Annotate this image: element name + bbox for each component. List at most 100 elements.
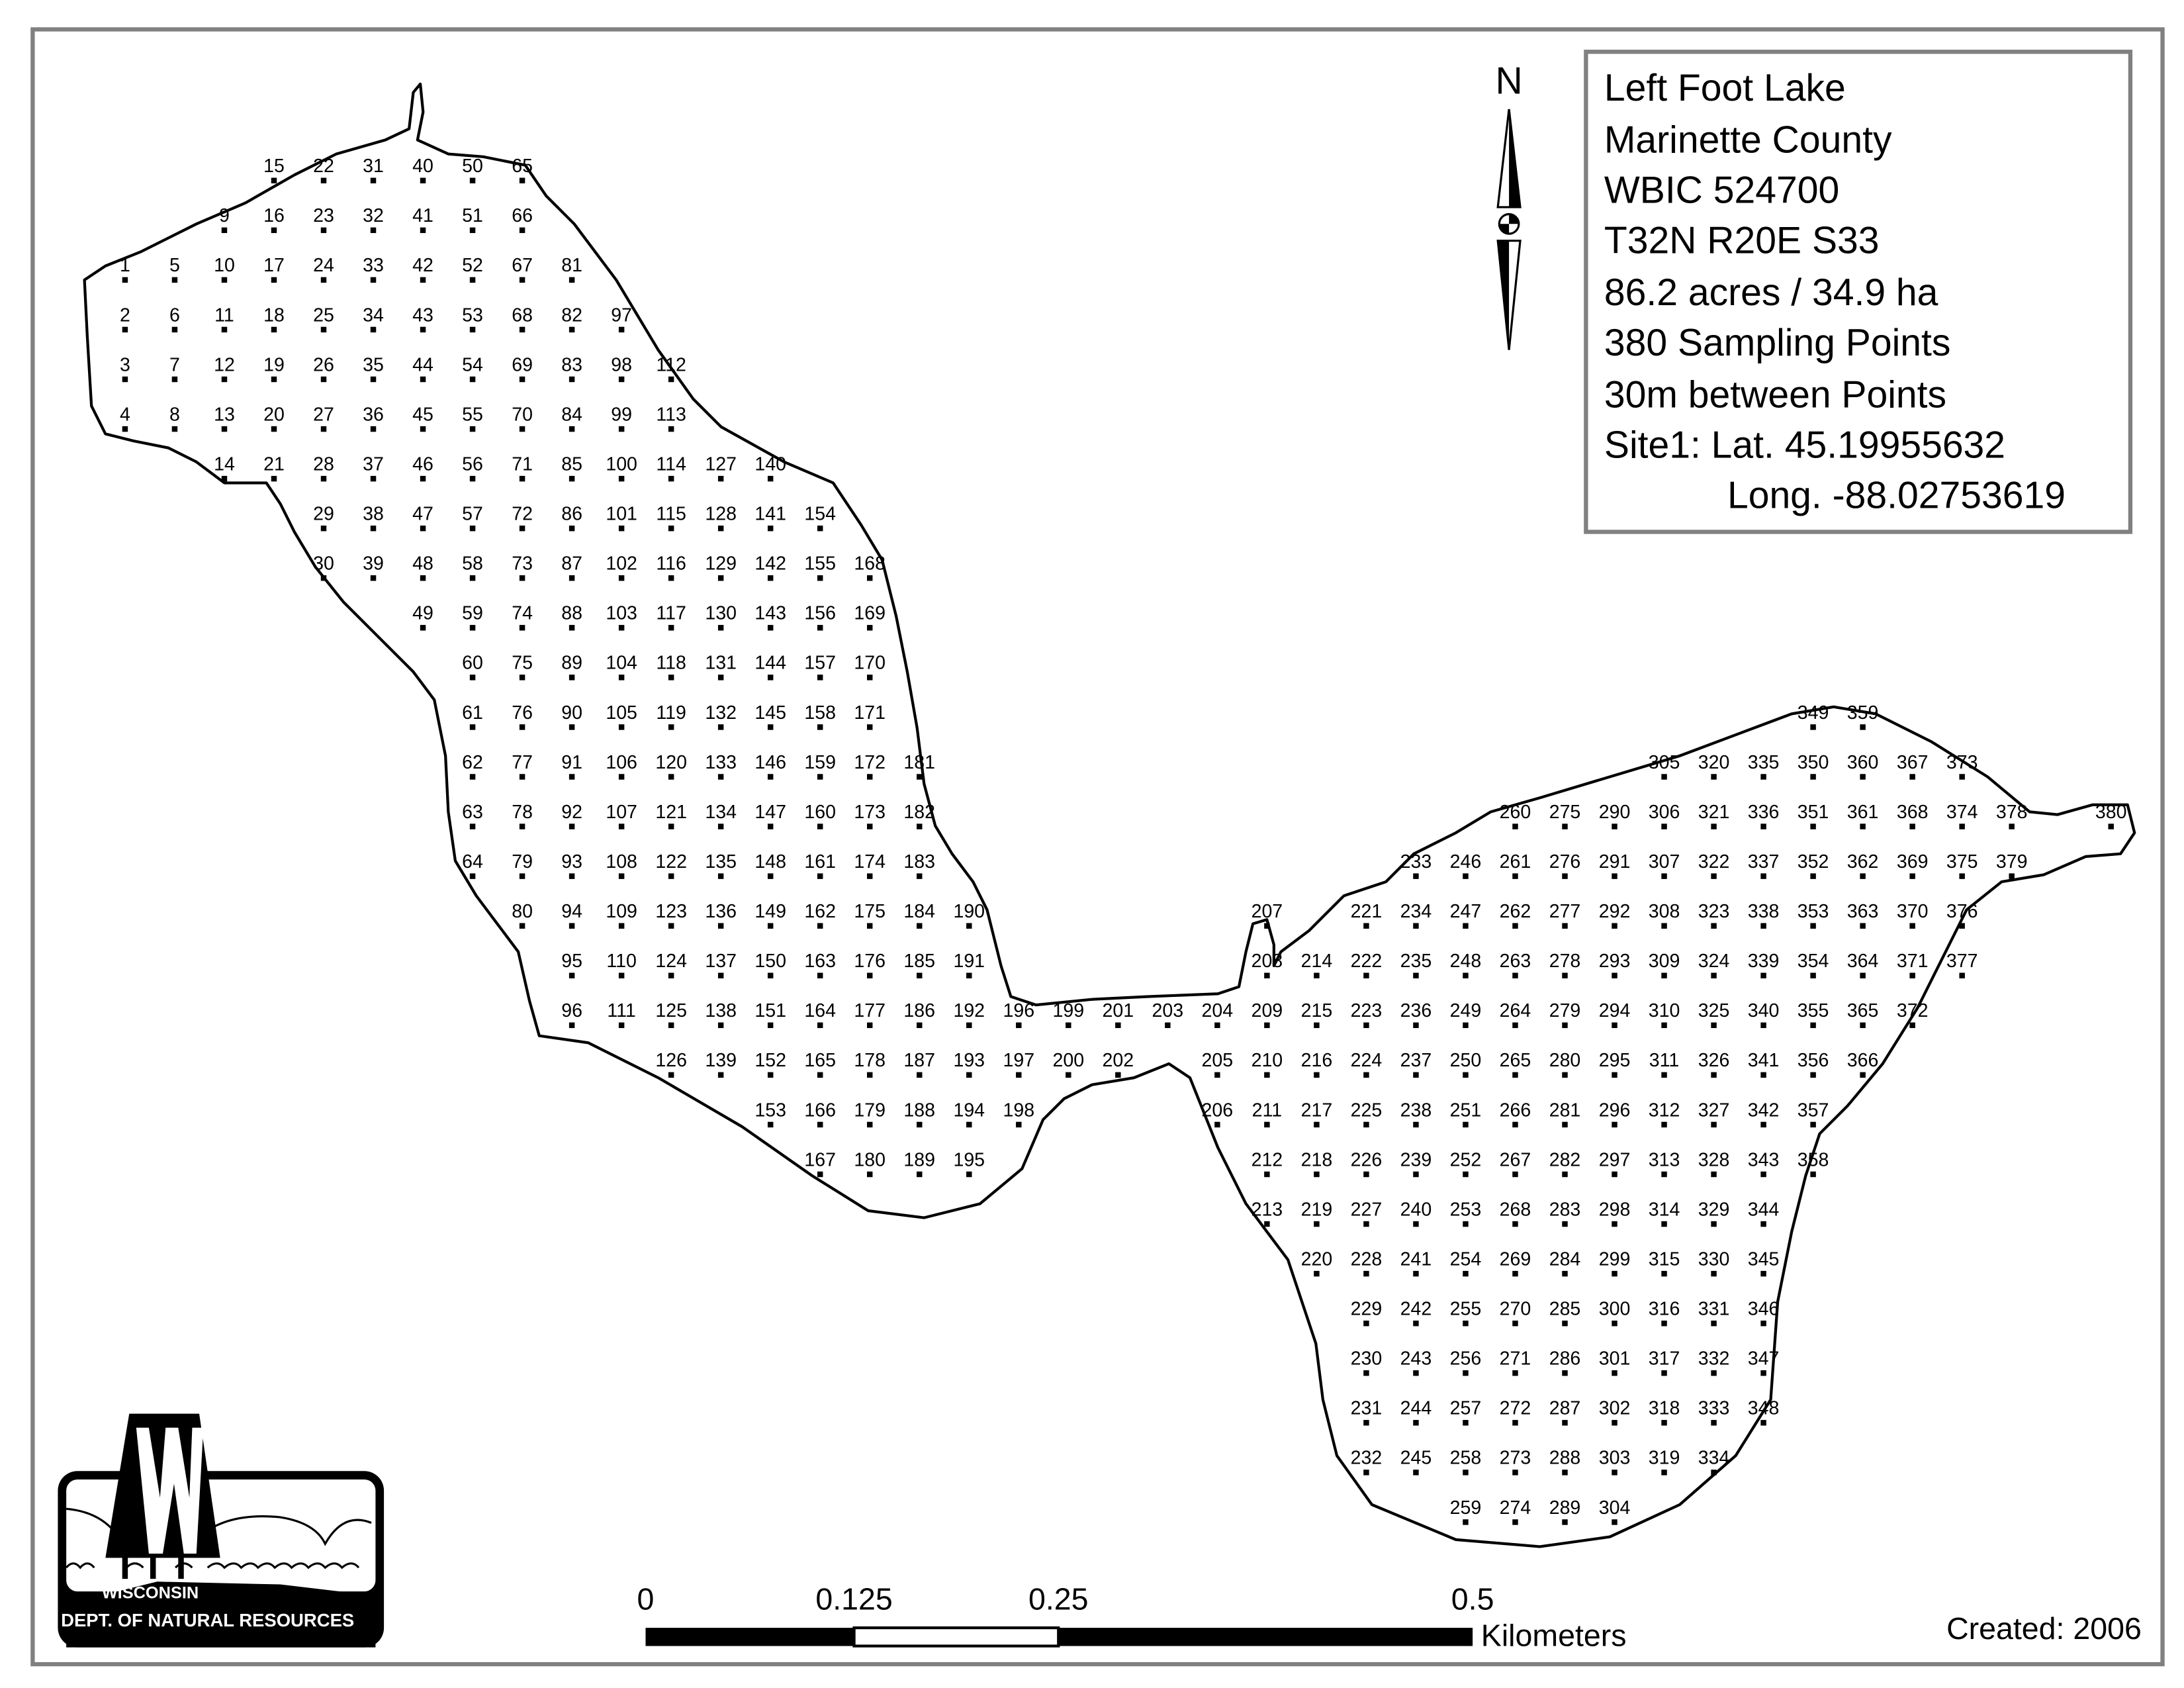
sampling-point-label: 111 [607,1000,635,1021]
sampling-point-marker [1363,1072,1369,1078]
scale-tick-05: 0.5 [1451,1582,1494,1617]
sampling-point-marker [1314,1022,1320,1029]
sampling-point-marker [668,625,674,631]
sampling-point-marker [1413,1420,1419,1426]
sampling-point-marker [1760,1420,1766,1426]
sampling-point-label: 276 [1549,851,1581,872]
sampling-point-marker [370,227,377,234]
sampling-point-marker [917,1072,923,1078]
sampling-point-marker [767,774,774,780]
sampling-point-marker [1810,823,1816,829]
sampling-point-label: 170 [854,653,886,674]
sampling-point-marker [1711,1420,1717,1426]
sampling-point-marker [1959,823,1965,829]
sampling-point-label: 123 [655,901,687,922]
wdnr-logo: WISCONSIN DEPT. OF NATURAL RESOURCES [58,1413,385,1648]
sampling-point-label: 304 [1599,1497,1631,1519]
sampling-point-label: 70 [512,404,533,425]
sampling-point-marker [420,227,426,234]
sampling-point-label: 96 [561,1000,582,1021]
sampling-point-marker [767,1022,774,1029]
sampling-point-label: 248 [1450,951,1482,972]
sampling-point-marker [1562,1320,1568,1327]
sampling-point-marker [420,475,426,482]
sampling-point-label: 279 [1549,1000,1581,1021]
sampling-point-marker [221,475,228,482]
sampling-point-marker [917,923,923,929]
sampling-point-marker [1711,774,1717,780]
sampling-point-label: 380 [2095,802,2127,823]
sampling-point-marker [1413,923,1419,929]
sampling-point-label: 311 [1649,1050,1680,1071]
sampling-point-marker [717,475,724,482]
sampling-point-marker [817,1022,823,1029]
sampling-point-label: 305 [1649,752,1680,773]
sampling-point-marker [569,475,575,482]
sampling-point-label: 1 [120,255,130,276]
sampling-point-marker [1512,972,1518,978]
sampling-point-marker [618,575,625,581]
sampling-point-marker [271,376,277,383]
sampling-point-marker [1810,724,1816,730]
sampling-point-label: 23 [313,205,334,226]
sampling-point-label: 273 [1500,1448,1531,1469]
sampling-point-marker [867,1171,873,1178]
sampling-point-marker [1760,1072,1766,1078]
sampling-point-label: 159 [804,752,836,773]
sampling-point-label: 44 [412,354,433,375]
sampling-point-label: 343 [1748,1149,1780,1170]
sampling-point-marker [171,326,178,333]
sampling-point-marker [1760,923,1766,929]
sampling-point-marker [320,575,327,581]
sampling-point-marker [1661,823,1667,829]
sampling-point-label: 261 [1500,851,1531,872]
sampling-point-label: 375 [1946,851,1978,872]
sampling-point-label: 34 [363,305,384,326]
sampling-point-marker [717,625,724,631]
sampling-point-marker [1562,1121,1568,1128]
sampling-point-marker [1959,774,1965,780]
sampling-point-marker [767,1072,774,1078]
sampling-point-marker [767,575,774,581]
sampling-point-label: 167 [804,1149,836,1170]
sampling-point-label: 4 [120,404,130,425]
sampling-point-marker [271,475,277,482]
sampling-point-label: 232 [1351,1448,1383,1469]
sampling-point-marker [1512,1072,1518,1078]
sampling-point-label: 76 [512,702,533,724]
sampling-point-label: 349 [1797,702,1829,724]
sampling-point-label: 103 [606,603,637,624]
sampling-point-label: 121 [655,802,687,823]
sampling-point-marker [767,972,774,978]
sampling-point-marker [1115,1072,1121,1078]
sampling-point-label: 294 [1599,1000,1631,1021]
sampling-point-marker [717,525,724,532]
sampling-point-label: 131 [705,653,737,674]
sampling-point-marker [1214,1022,1220,1029]
sampling-point-label: 87 [561,553,582,575]
sampling-point-label: 319 [1649,1448,1680,1469]
sampling-point-marker [1363,1121,1369,1128]
sampling-point-label: 272 [1500,1398,1531,1419]
sampling-point-marker [320,376,327,383]
sampling-point-marker [867,1072,873,1078]
legend-spacing: 30m between Points [1604,373,1946,416]
sampling-point-label: 82 [561,305,582,326]
sampling-point-label: 135 [705,851,737,872]
sampling-point-label: 171 [854,702,886,724]
sampling-point-label: 329 [1698,1199,1730,1220]
sampling-point-label: 37 [363,453,384,475]
sampling-point-marker [519,923,525,929]
sampling-point-label: 43 [412,305,433,326]
sampling-point-marker [1264,1171,1270,1178]
sampling-point-label: 10 [214,255,235,276]
sampling-point-marker [1413,1221,1419,1227]
sampling-point-label: 110 [606,951,637,972]
sampling-point-marker [817,724,823,730]
sampling-point-label: 286 [1549,1348,1581,1370]
sampling-point-marker [1512,1221,1518,1227]
sampling-point-marker [1363,1370,1369,1376]
sampling-point-marker [1711,972,1717,978]
sampling-point-label: 366 [1847,1050,1879,1071]
